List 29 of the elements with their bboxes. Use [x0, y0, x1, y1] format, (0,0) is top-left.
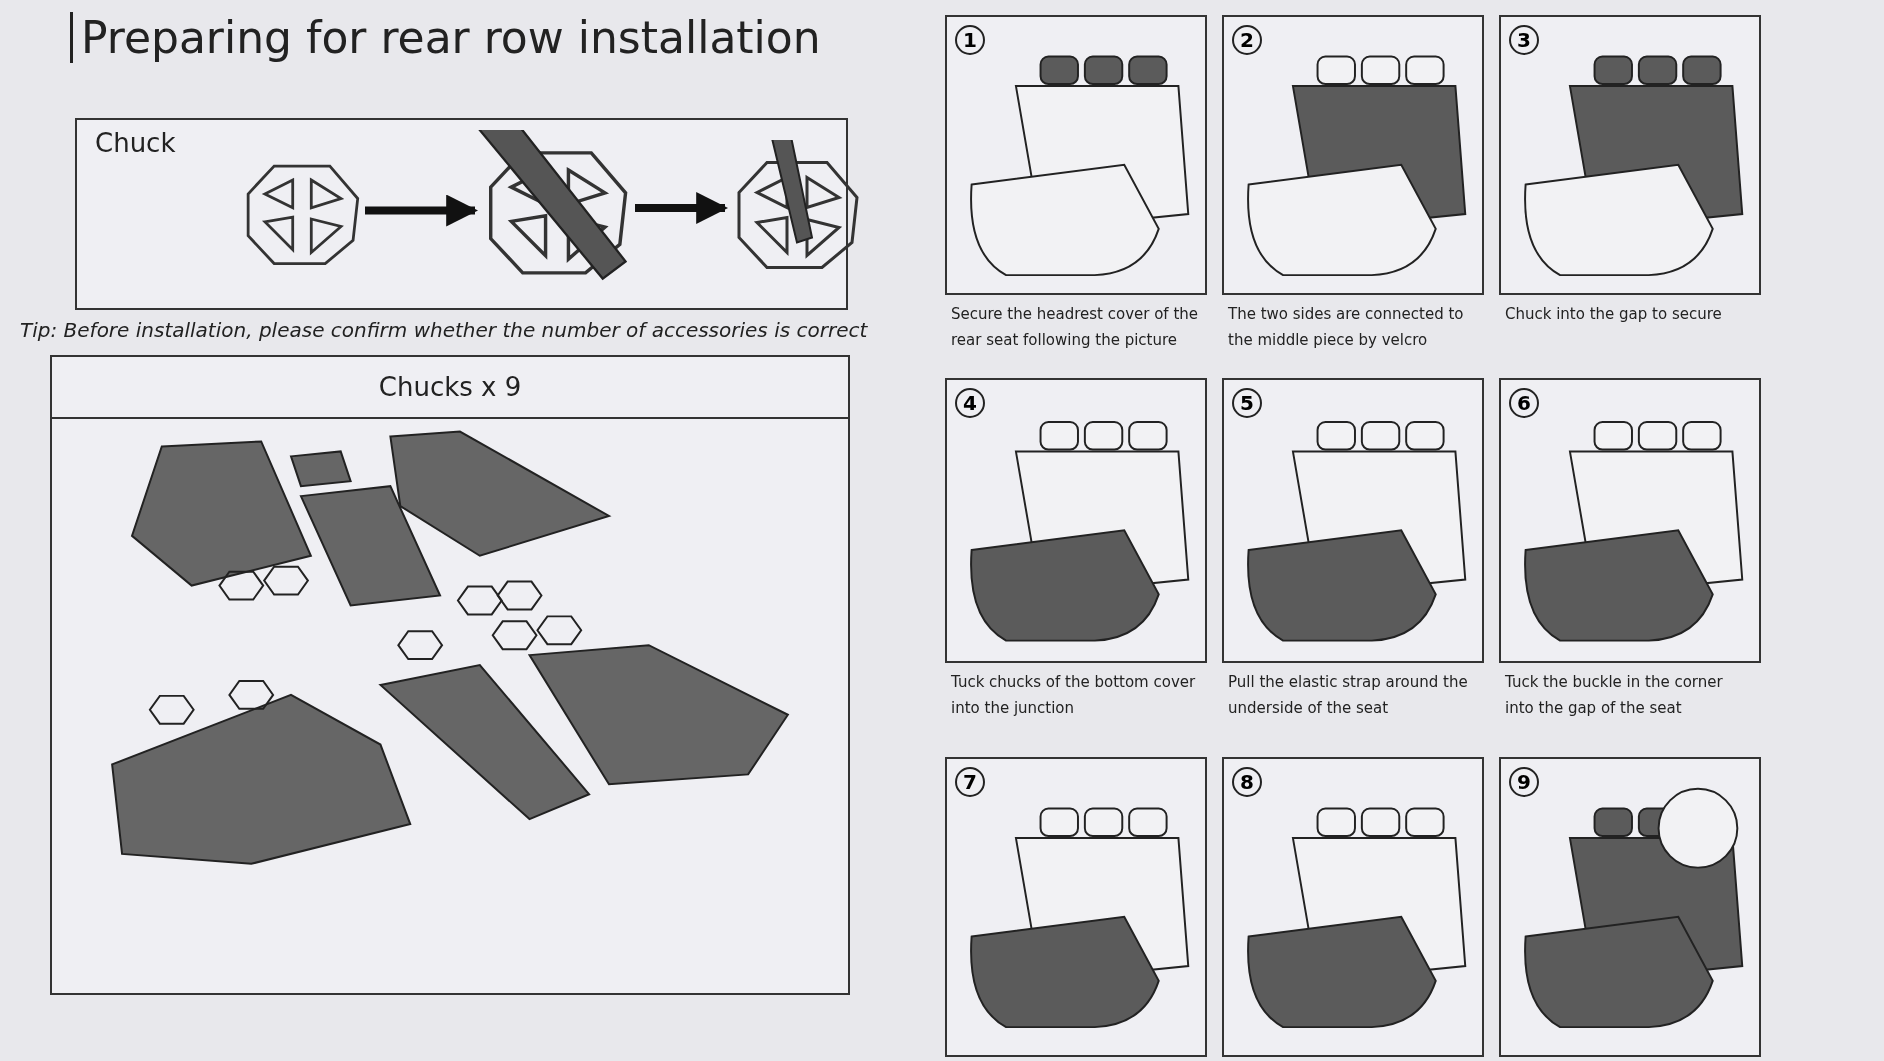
step-caption: Pull the elastic strap around the underside of the seat — [1228, 672, 1469, 719]
step-number: 5 — [1232, 388, 1262, 418]
step-panel — [1499, 15, 1761, 295]
step-number: 9 — [1509, 767, 1539, 797]
step-panel — [1499, 378, 1761, 663]
panel-heading: Chucks x 9 — [52, 357, 848, 419]
step-panel — [1222, 15, 1484, 295]
step-number: 4 — [955, 388, 985, 418]
page-title: Preparing for rear row installation — [70, 12, 821, 63]
step-caption: Tuck chucks of the bottom cover into the junction — [951, 672, 1197, 719]
step-caption: Tuck the buckle in the corner into the gap of the seat — [1505, 672, 1724, 719]
step-caption: Chuck into the gap to secure — [1505, 304, 1723, 325]
step-number: 1 — [955, 25, 985, 55]
step-panel — [945, 757, 1207, 1057]
step-panel — [945, 378, 1207, 663]
step-number: 2 — [1232, 25, 1262, 55]
step-panel — [1499, 757, 1761, 1057]
step-caption: Secure the headrest cover of the rear seat following the picture — [951, 304, 1199, 351]
panel-heading: Chuck — [95, 128, 176, 158]
step-panel — [1222, 757, 1484, 1057]
step-panel — [1222, 378, 1484, 663]
step-number: 7 — [955, 767, 985, 797]
step-number: 8 — [1232, 767, 1262, 797]
step-caption: The two sides are connected to the middle piece by velcro — [1228, 304, 1465, 351]
tip-note: Tip: Before installation, please confirm whether the number of accessories is correct — [20, 318, 868, 342]
accessory-panel — [50, 355, 850, 995]
step-panel — [945, 15, 1207, 295]
step-number: 3 — [1509, 25, 1539, 55]
step-number: 6 — [1509, 388, 1539, 418]
